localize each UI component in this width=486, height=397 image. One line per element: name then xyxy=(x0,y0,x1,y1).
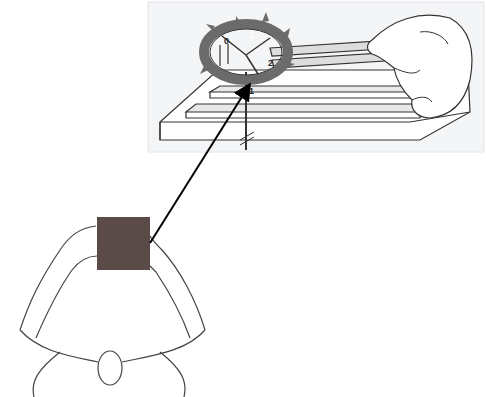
dial-teeth xyxy=(200,12,295,74)
hand xyxy=(368,15,472,118)
dial-ring xyxy=(204,24,288,80)
dial-number: 1 xyxy=(249,86,254,96)
dial-number: 2 xyxy=(268,58,273,68)
dial-number: 0 xyxy=(224,36,229,46)
pointer-arrow xyxy=(150,84,250,243)
dial-needles xyxy=(222,36,270,74)
dial-face xyxy=(210,29,282,75)
inset-panel xyxy=(148,2,484,152)
hand-detail xyxy=(394,32,448,102)
device-square xyxy=(97,217,150,270)
dial-number: 1 xyxy=(249,30,254,40)
